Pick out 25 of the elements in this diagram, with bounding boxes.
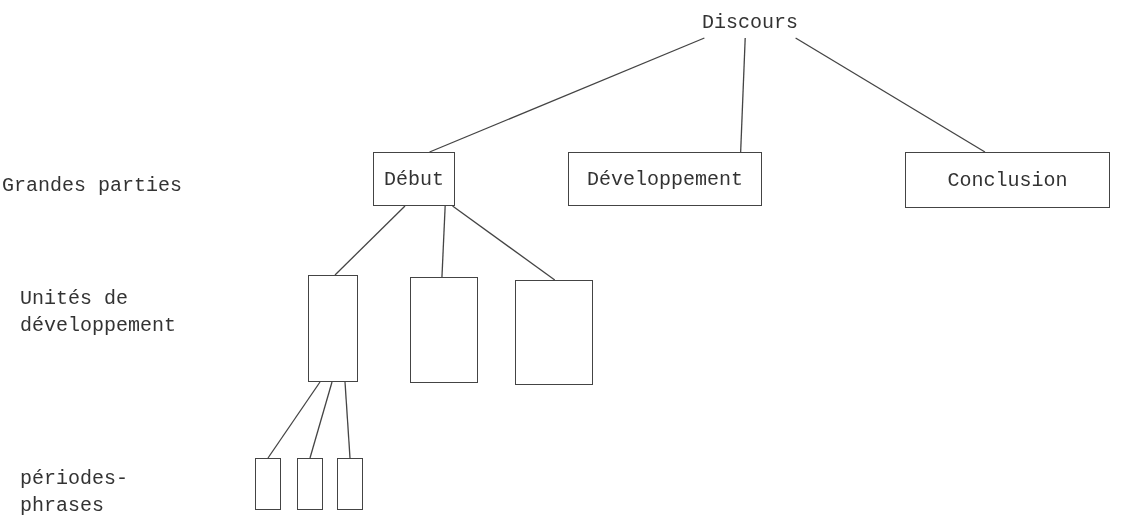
empty-box bbox=[515, 280, 593, 385]
node-label: Développement bbox=[587, 167, 743, 191]
connector-line bbox=[334, 205, 406, 276]
section-box bbox=[373, 152, 455, 206]
connector-line bbox=[451, 205, 556, 281]
node-label: Conclusion bbox=[947, 168, 1068, 192]
level-label: périodes- phrases bbox=[20, 466, 130, 519]
connector-line bbox=[794, 37, 986, 153]
empty-box bbox=[297, 458, 323, 510]
connector-line bbox=[428, 37, 706, 153]
node-label: Début bbox=[384, 167, 444, 191]
level-label: Unités de développement bbox=[20, 286, 178, 339]
empty-box bbox=[410, 277, 478, 383]
connector-line bbox=[309, 381, 333, 459]
root-label: Discours bbox=[690, 6, 810, 38]
connector-line bbox=[441, 205, 446, 278]
connector-line bbox=[267, 381, 321, 459]
level-label: Grandes parties bbox=[2, 173, 184, 199]
empty-box bbox=[337, 458, 363, 510]
connector-line bbox=[344, 381, 351, 459]
section-box bbox=[905, 152, 1110, 208]
connector-line bbox=[740, 37, 746, 153]
section-box bbox=[568, 152, 762, 206]
empty-box bbox=[255, 458, 281, 510]
empty-box bbox=[308, 275, 358, 382]
